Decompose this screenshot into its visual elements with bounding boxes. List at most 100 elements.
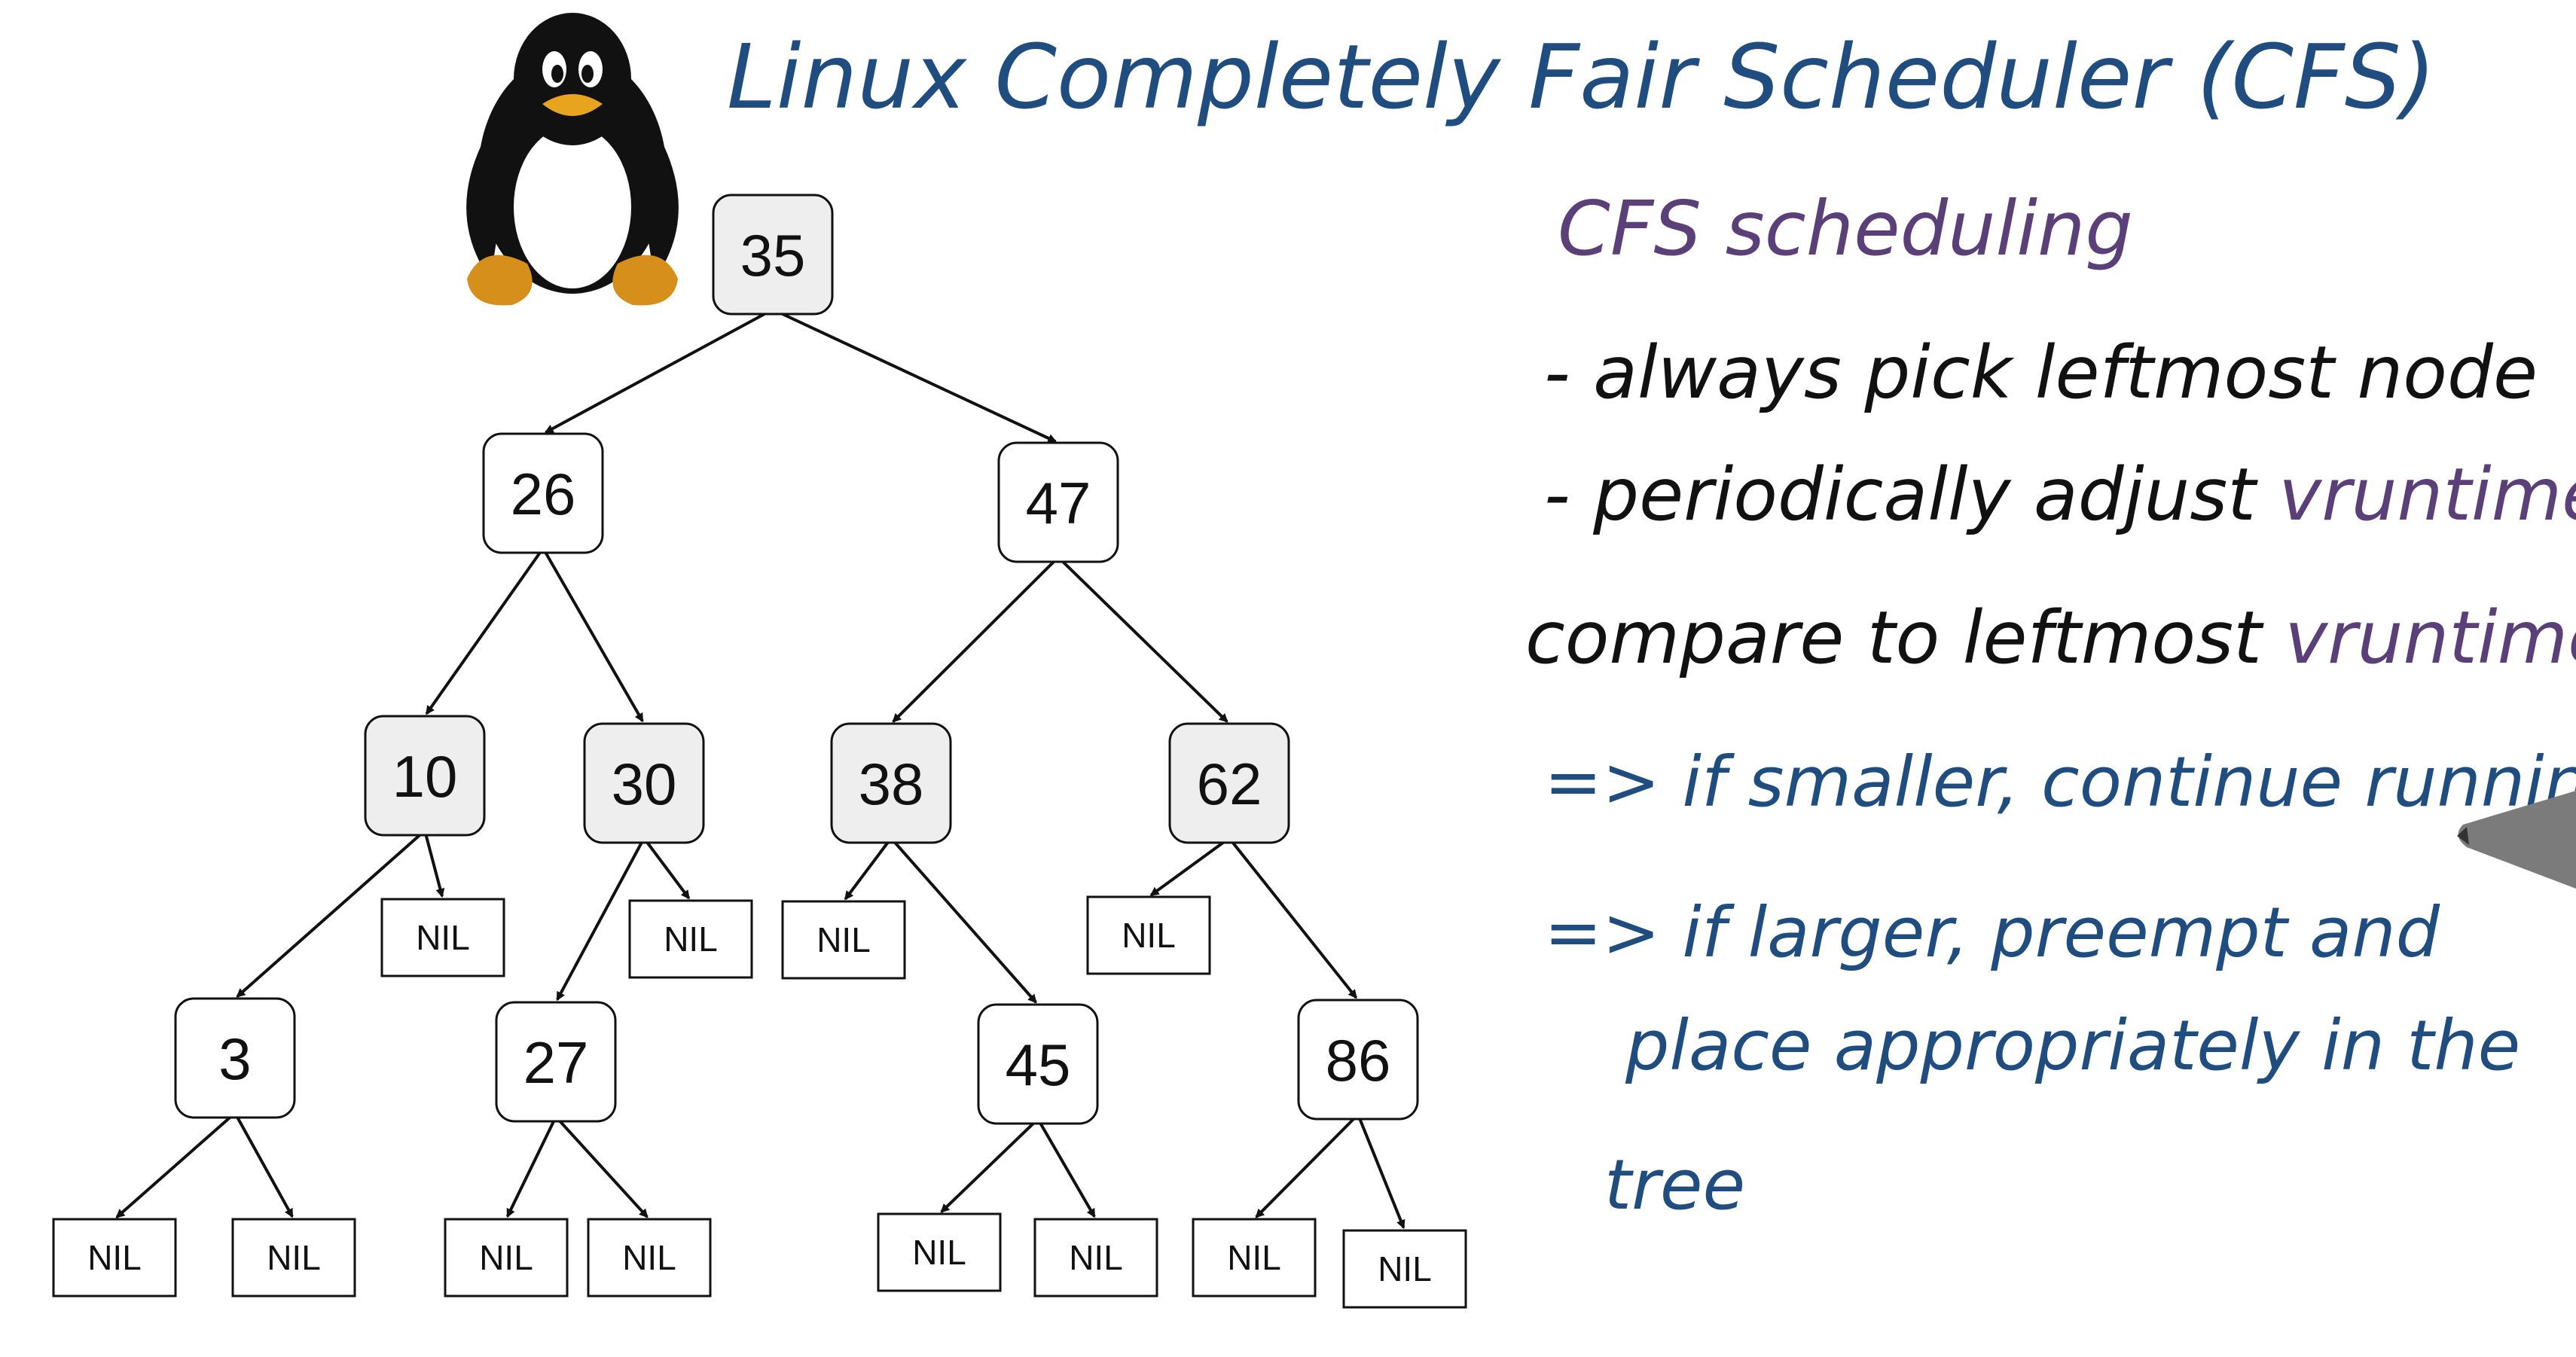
- tree-edge-n35-n47: [772, 308, 1058, 444]
- tree-node-box: [997, 441, 1119, 563]
- nil-leaf: NIL: [628, 899, 753, 979]
- nil-box: [231, 1218, 356, 1298]
- nil-label: NIL: [1122, 916, 1176, 955]
- tree-node-label: 30: [612, 751, 677, 817]
- notes-heading: CFS scheduling: [1558, 184, 2133, 273]
- tree-node-86: 86: [1297, 999, 1419, 1121]
- tree-edge-n86-nil86l: [1255, 1113, 1360, 1218]
- notes-panel: CFS scheduling - always pick leftmost no…: [1525, 184, 2576, 1225]
- tree-node-box: [1297, 999, 1419, 1121]
- tree-node-box: [830, 722, 952, 844]
- tree-node-box: [1168, 722, 1290, 844]
- slide-title: Linux Completely Fair Scheduler (CFS): [727, 25, 2436, 129]
- tree-edge-n35-n26: [544, 308, 774, 434]
- tree-node-62: 62: [1168, 722, 1290, 844]
- nil-leaf: NIL: [1033, 1218, 1158, 1298]
- tree-node-45: 45: [977, 1003, 1099, 1125]
- tree-node-38: 38: [830, 722, 952, 844]
- tree-node-label: 45: [1006, 1032, 1071, 1098]
- nil-box: [1342, 1229, 1467, 1309]
- tree-node-label: 38: [859, 751, 924, 817]
- tree-edge-n30-n27: [556, 837, 646, 1002]
- tree-node-label: 35: [740, 222, 806, 288]
- nil-label: NIL: [1378, 1249, 1432, 1288]
- tree-edge-n3-nil3r: [233, 1112, 294, 1218]
- nil-leaf: NIL: [1086, 895, 1211, 975]
- tree-edge-n62-n86: [1228, 837, 1358, 999]
- note-line-3: compare to leftmost vruntime: [1525, 596, 2576, 680]
- tree-edge-n45-nil45r: [1036, 1118, 1096, 1218]
- tree-node-box: [174, 997, 296, 1119]
- nil-label: NIL: [912, 1233, 966, 1272]
- tree-node-label: 10: [392, 743, 458, 810]
- pen-tip-icon: [2457, 791, 2576, 889]
- tree-node-3: 3: [174, 997, 296, 1119]
- tree-edge-n30-nil30r: [642, 837, 691, 900]
- tree-edge-n86-nil86r: [1357, 1114, 1406, 1230]
- tree-node-box: [583, 722, 705, 844]
- tree-node-10: 10: [364, 715, 486, 837]
- nil-label: NIL: [87, 1238, 142, 1277]
- nil-box: [1033, 1218, 1158, 1298]
- tree-node-27: 27: [495, 1001, 617, 1123]
- tree-node-box: [364, 715, 486, 837]
- tree-node-35: 35: [712, 194, 834, 316]
- note-line-1: - always pick leftmost node: [1544, 331, 2538, 415]
- note-line-5: => if larger, preempt and: [1544, 892, 2440, 973]
- nil-leaf: NIL: [877, 1212, 1002, 1292]
- tree-edge-n26-n10: [425, 547, 545, 715]
- nil-leaf: NIL: [52, 1218, 177, 1298]
- tux-penguin-icon: [466, 13, 679, 306]
- nil-box: [380, 898, 505, 977]
- nil-leaf: NIL: [231, 1218, 356, 1298]
- tree-edge-n26-n30: [542, 547, 644, 723]
- nil-leaf: NIL: [1342, 1229, 1467, 1309]
- tree-edge-n10-nil10r: [423, 830, 445, 898]
- nil-label: NIL: [267, 1238, 321, 1277]
- tree-node-26: 26: [482, 432, 604, 554]
- tree-node-label: 47: [1026, 470, 1091, 536]
- note-line-6: place appropriately in the: [1625, 1005, 2520, 1086]
- tree-edge-n38-nil38l: [844, 837, 893, 901]
- nil-leaf: NIL: [587, 1218, 712, 1298]
- tree-node-47: 47: [997, 441, 1119, 563]
- nil-leaf: NIL: [1192, 1218, 1317, 1298]
- tree-node-box: [495, 1001, 617, 1123]
- nil-box: [1086, 895, 1211, 975]
- tree-edge-n27-nil27l: [505, 1116, 557, 1218]
- tree-edge-n10-n3: [236, 829, 426, 998]
- note-line-2-prefix: - periodically adjust: [1544, 453, 2278, 537]
- tree-edge-n47-n38: [892, 556, 1060, 723]
- nil-label: NIL: [1069, 1238, 1123, 1277]
- tree-edges: [115, 308, 1406, 1230]
- nil-label: NIL: [416, 918, 470, 957]
- nil-box: [444, 1218, 569, 1298]
- nil-label: NIL: [816, 920, 871, 959]
- nil-box: [628, 899, 753, 979]
- tree-node-label: 26: [511, 461, 576, 527]
- nil-label: NIL: [622, 1238, 676, 1277]
- nil-box: [587, 1218, 712, 1298]
- tree-node-box: [712, 194, 834, 316]
- nil-label: NIL: [479, 1238, 533, 1277]
- nil-leaf: NIL: [444, 1218, 569, 1298]
- tree-edge-n27-nil27r: [554, 1115, 649, 1218]
- nil-leaf: NIL: [781, 900, 906, 980]
- tree-edge-n62-nil62l: [1149, 837, 1231, 897]
- nil-label: NIL: [664, 919, 718, 959]
- tree-node-label: 62: [1197, 751, 1262, 817]
- nil-box: [1192, 1218, 1317, 1298]
- note-line-3-prefix: compare to leftmost: [1525, 596, 2285, 680]
- nil-box: [877, 1212, 1002, 1292]
- tree-node-box: [482, 432, 604, 554]
- vruntime-term-1: vruntime: [2278, 453, 2576, 537]
- tree-node-30: 30: [583, 722, 705, 844]
- nil-box: [52, 1218, 177, 1298]
- tree-edge-n45-nil45l: [940, 1118, 1039, 1213]
- tree-node-label: 86: [1326, 1027, 1391, 1093]
- note-line-2: - periodically adjust vruntime: [1544, 453, 2576, 537]
- tree-edge-n47-n62: [1057, 556, 1228, 723]
- tree-node-label: 3: [218, 1026, 251, 1092]
- note-line-4: => if smaller, continue running: [1544, 742, 2576, 822]
